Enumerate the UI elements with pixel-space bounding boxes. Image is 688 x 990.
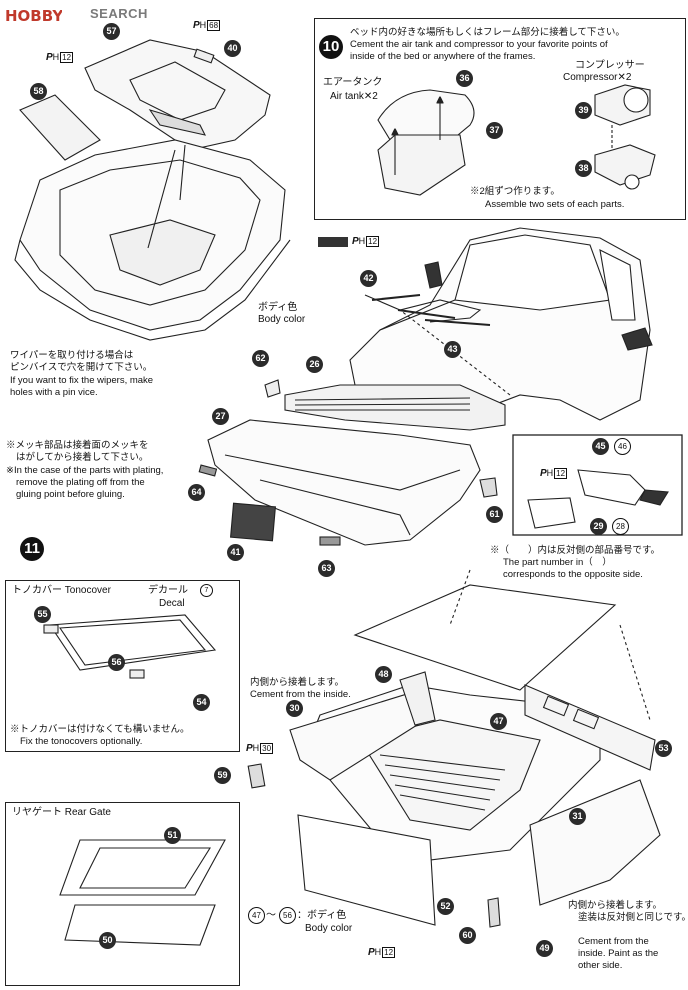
part-53: 53 bbox=[655, 740, 672, 757]
plating-note-jp2: はがしてから接着して下さい。 bbox=[16, 452, 149, 463]
opposite-note-jp: ※（ ）内は反対側の部品番号です。 bbox=[490, 545, 661, 556]
step10-instruction-en2: inside of the bed or anywhere of the fra… bbox=[350, 51, 536, 62]
bed-range-sep: 〜 bbox=[266, 910, 276, 921]
opposite-note-en2: corresponds to the opposite side. bbox=[503, 569, 643, 580]
airtank-label-en: Air tank✕2 bbox=[330, 91, 378, 102]
bed-color-jp: ：ボディ色 bbox=[297, 910, 347, 921]
airtank-label-jp: エアータンク bbox=[323, 77, 383, 88]
rear-gate-box bbox=[5, 802, 240, 986]
cement-inside-en: Cement from the inside. bbox=[250, 689, 351, 700]
logo-text: HOBBY bbox=[5, 7, 62, 25]
part-48: 48 bbox=[375, 666, 392, 683]
part-54: 54 bbox=[193, 694, 210, 711]
part-56: 56 bbox=[108, 654, 125, 671]
part-39: 39 bbox=[575, 102, 592, 119]
tonocover-box bbox=[5, 580, 240, 752]
part-47: 47 bbox=[490, 713, 507, 730]
step10-note-jp: ※2組ずつ作ります。 bbox=[470, 186, 560, 197]
part-37: 37 bbox=[486, 122, 503, 139]
part-45: 45 bbox=[592, 438, 609, 455]
wiper-note-jp2: ピンバイスで穴を開けて下さい。 bbox=[10, 362, 153, 373]
part-51: 51 bbox=[164, 827, 181, 844]
wiper-note-en2: holes with a pin vice. bbox=[10, 387, 98, 398]
part-55: 55 bbox=[34, 606, 51, 623]
bed-range-end: 56 bbox=[279, 907, 296, 924]
bed-range-start: 47 bbox=[248, 907, 265, 924]
part-50: 50 bbox=[99, 932, 116, 949]
part-61: 61 bbox=[486, 506, 503, 523]
part-30: 30 bbox=[286, 700, 303, 717]
cement-paint-jp2: 塗装は反対側と同じです。 bbox=[578, 912, 688, 923]
wiper-note-jp1: ワイパーを取り付ける場合は bbox=[10, 350, 134, 361]
wiper-note-en1: If you want to fix the wipers, make bbox=[10, 375, 154, 386]
paint-chip-swatch bbox=[318, 237, 348, 247]
part-64: 64 bbox=[188, 484, 205, 501]
tonocover-title: トノカバー Tonocover bbox=[12, 585, 111, 596]
part-38: 38 bbox=[575, 160, 592, 177]
cement-paint-jp1: 内側から接着します。 bbox=[568, 900, 663, 911]
rear-gate-title: リヤゲート Rear Gate bbox=[12, 807, 111, 818]
part-49: 49 bbox=[536, 940, 553, 957]
cement-inside-jp: 内側から接着します。 bbox=[250, 677, 345, 688]
hobby-search-logo: HOBBY bbox=[4, 4, 62, 26]
step10-instruction-en1: Cement the air tank and compressor to yo… bbox=[350, 39, 608, 50]
part-46: 46 bbox=[614, 438, 631, 455]
plating-note-en1: ※In the case of the parts with plating, bbox=[6, 465, 164, 476]
opposite-note-en1: The part number in（ ） bbox=[503, 557, 612, 568]
step11-number: 11 bbox=[20, 537, 44, 561]
part-27: 27 bbox=[212, 408, 229, 425]
part-60: 60 bbox=[459, 927, 476, 944]
compressor-label-jp: コンプレッサー bbox=[575, 60, 645, 71]
part-62: 62 bbox=[252, 350, 269, 367]
tonocover-decal-jp: デカール bbox=[148, 585, 188, 596]
plating-note-jp1: ※メッキ部品は接着面のメッキを bbox=[6, 440, 149, 451]
step10-note-en: Assemble two sets of each parts. bbox=[485, 199, 625, 210]
cement-paint-en1: Cement from the bbox=[578, 936, 649, 947]
tonocover-note-jp: ※トノカバーは付けなくても構いません。 bbox=[10, 724, 190, 735]
step10-instruction-jp: ベッド内の好きな場所もしくはフレーム部分に接着して下さい。 bbox=[350, 27, 625, 38]
part-31: 31 bbox=[569, 808, 586, 825]
cement-paint-en2: inside. Paint as the bbox=[578, 948, 659, 959]
part-42: 42 bbox=[360, 270, 377, 287]
part-57: 57 bbox=[103, 23, 120, 40]
part-58: 58 bbox=[30, 83, 47, 100]
body-color-en: Body color bbox=[258, 314, 306, 325]
plating-note-en2: remove the plating off from the bbox=[16, 477, 145, 488]
cement-paint-en3: other side. bbox=[578, 960, 623, 971]
part-52: 52 bbox=[437, 898, 454, 915]
step10-box bbox=[314, 18, 686, 220]
step10-number: 10 bbox=[319, 35, 343, 59]
body-color-jp: ボディ色 bbox=[258, 302, 298, 313]
part-41: 41 bbox=[227, 544, 244, 561]
compressor-label-en: Compressor✕2 bbox=[563, 72, 632, 83]
tonocover-decal-en: Decal bbox=[159, 598, 185, 609]
tonocover-note-en: Fix the tonocovers optionally. bbox=[20, 736, 143, 747]
plating-note-en3: gluing point before gluing. bbox=[16, 489, 125, 500]
part-43: 43 bbox=[444, 341, 461, 358]
part-40: 40 bbox=[224, 40, 241, 57]
part-59: 59 bbox=[214, 767, 231, 784]
part-29: 29 bbox=[590, 518, 607, 535]
decal-number: 7 bbox=[200, 584, 213, 597]
watermark-search-text: SEARCH bbox=[90, 6, 148, 21]
bed-color-en: Body color bbox=[305, 923, 353, 934]
part-26: 26 bbox=[306, 356, 323, 373]
part-36: 36 bbox=[456, 70, 473, 87]
part-28: 28 bbox=[612, 518, 629, 535]
part-63: 63 bbox=[318, 560, 335, 577]
